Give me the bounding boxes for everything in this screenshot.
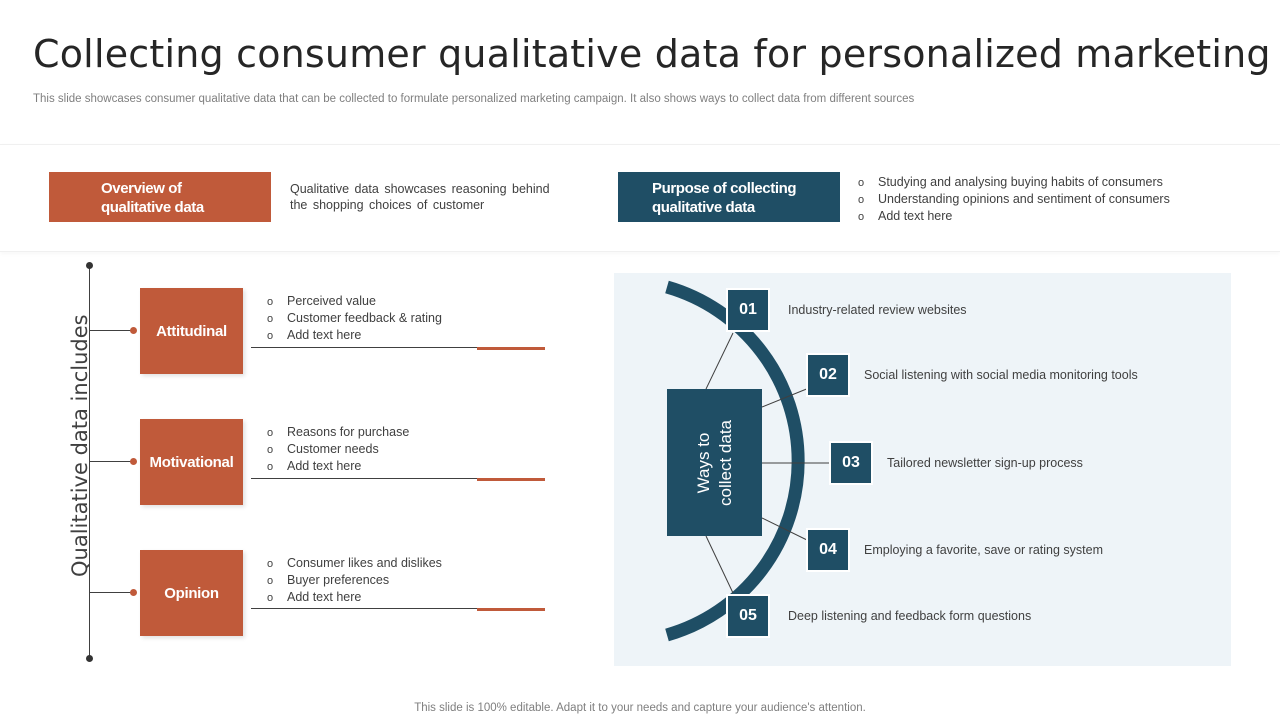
connector-line xyxy=(89,330,134,331)
footer-note: This slide is 100% editable. Adapt it to… xyxy=(414,702,866,714)
way-number-01: 01 xyxy=(728,290,768,330)
spoke-line xyxy=(761,387,810,408)
connector-line xyxy=(89,592,134,593)
way-text-04: Employing a favorite, save or rating sys… xyxy=(864,543,1103,557)
underline xyxy=(251,478,545,479)
motivational-bullets: Reasons for purchase Customer needs Add … xyxy=(267,424,409,475)
purpose-item: Understanding opinions and sentiment of … xyxy=(858,191,1170,208)
overview-label-line1: Overview of xyxy=(101,180,182,197)
ways-center-line1: Ways to xyxy=(693,432,713,493)
connector-dot xyxy=(130,589,137,596)
purpose-label-line1: Purpose of collecting xyxy=(652,180,797,197)
bullet-item: Reasons for purchase xyxy=(267,424,409,441)
way-text-03: Tailored newsletter sign-up process xyxy=(887,456,1083,470)
attitudinal-bullets: Perceived value Customer feedback & rati… xyxy=(267,293,442,344)
spoke-line xyxy=(705,535,734,594)
underline-accent xyxy=(477,347,545,350)
bullet-item: Consumer likes and dislikes xyxy=(267,555,442,572)
underline xyxy=(251,347,545,348)
purpose-list: Studying and analysing buying habits of … xyxy=(858,174,1170,225)
ways-center-line2: collect data xyxy=(715,419,735,506)
purpose-label-line2: qualitative data xyxy=(652,199,755,216)
category-motivational: Motivational xyxy=(140,419,243,505)
way-number-03: 03 xyxy=(831,443,871,483)
overview-description: Qualitative data showcases reasoning beh… xyxy=(290,182,550,212)
bullet-item: Add text here xyxy=(267,458,409,475)
bullet-item: Customer needs xyxy=(267,441,409,458)
bullet-item: Customer feedback & rating xyxy=(267,310,442,327)
overview-label-line2: qualitative data xyxy=(101,199,204,216)
timeline-top-dot xyxy=(86,262,93,269)
underline xyxy=(251,608,545,609)
way-number-02: 02 xyxy=(808,355,848,395)
ways-center-box: Ways to collect data xyxy=(667,389,762,536)
bullet-item: Add text here xyxy=(267,589,442,606)
way-number-05: 05 xyxy=(728,596,768,636)
underline-accent xyxy=(477,478,545,481)
timeline-bottom-dot xyxy=(86,655,93,662)
spoke-line xyxy=(705,332,734,390)
page-subtitle: This slide showcases consumer qualitativ… xyxy=(33,93,915,105)
way-number-04: 04 xyxy=(808,530,848,570)
purpose-item: Studying and analysing buying habits of … xyxy=(858,174,1170,191)
spoke-line xyxy=(761,517,810,542)
vertical-label: Qualitative data includes xyxy=(68,314,92,577)
page-title: Collecting consumer qualitative data for… xyxy=(33,32,1271,76)
overview-label-box: Overview of qualitative data xyxy=(49,172,271,222)
bullet-item: Perceived value xyxy=(267,293,442,310)
underline-accent xyxy=(477,608,545,611)
connector-line xyxy=(89,461,134,462)
bullet-item: Buyer preferences xyxy=(267,572,442,589)
way-text-02: Social listening with social media monit… xyxy=(864,368,1138,382)
connector-dot xyxy=(130,327,137,334)
category-opinion: Opinion xyxy=(140,550,243,636)
connector-dot xyxy=(130,458,137,465)
opinion-bullets: Consumer likes and dislikes Buyer prefer… xyxy=(267,555,442,606)
purpose-label-box: Purpose of collecting qualitative data xyxy=(618,172,840,222)
bullet-item: Add text here xyxy=(267,327,442,344)
timeline-line xyxy=(89,265,90,659)
category-attitudinal: Attitudinal xyxy=(140,288,243,374)
ways-center-label: Ways to collect data xyxy=(693,420,737,506)
way-text-05: Deep listening and feedback form questio… xyxy=(788,609,1032,623)
purpose-item: Add text here xyxy=(858,208,1170,225)
way-text-01: Industry-related review websites xyxy=(788,303,967,317)
